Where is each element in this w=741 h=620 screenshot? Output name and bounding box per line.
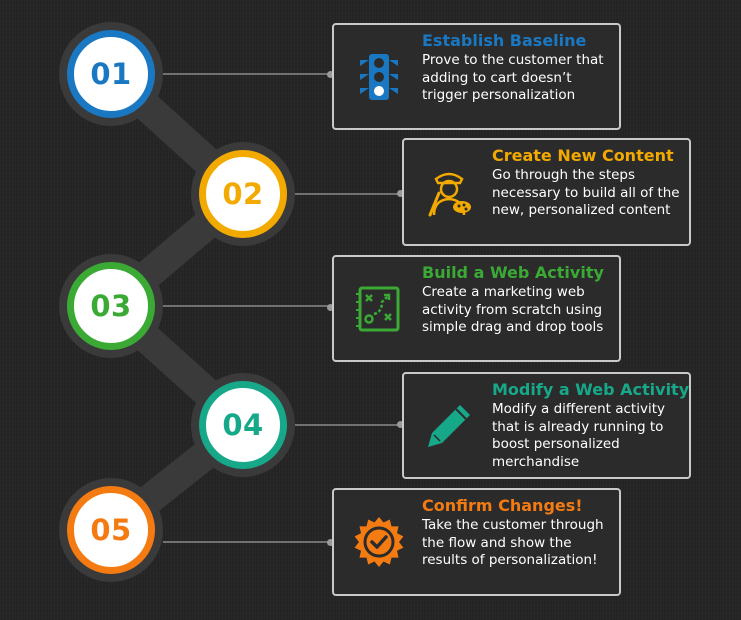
step-1-title: Establish Baseline: [422, 31, 587, 50]
pencil-icon: [428, 404, 470, 447]
step-4-circle: 04: [191, 373, 295, 477]
step-5-title: Confirm Changes!: [422, 496, 583, 515]
step-1-connector-dot: [327, 71, 334, 78]
step-4-description: Modify a different activity that is alre…: [492, 401, 665, 470]
step-1-card: Establish Baseline Prove to the customer…: [332, 23, 621, 130]
step-2-number: 02: [222, 177, 264, 211]
step-5-connector-dot: [327, 539, 334, 546]
strategy-board-icon: [356, 286, 400, 331]
step-5-ring: 05: [67, 486, 155, 574]
step-3-connector-dot: [327, 304, 334, 311]
step-4-connector-dot: [397, 421, 404, 428]
step-3-circle: 03: [59, 254, 163, 358]
step-3-card: Build a Web Activity Create a marketing …: [332, 255, 621, 362]
step-5-card: Confirm Changes! Take the customer throu…: [332, 488, 621, 596]
step-5-description: Take the customer through the flow and s…: [422, 517, 604, 568]
step-1-circle: 01: [59, 22, 163, 126]
step-2-ring: 02: [199, 150, 287, 238]
step-2-title: Create New Content: [492, 146, 674, 165]
step-3-description: Create a marketing web activity from scr…: [422, 284, 604, 335]
step-1-description: Prove to the customer that adding to car…: [422, 52, 604, 103]
step-4-title: Modify a Web Activity: [492, 380, 690, 399]
step-1-ring: 01: [67, 30, 155, 118]
step-2-connector-dot: [397, 190, 404, 197]
step-3-title: Build a Web Activity: [422, 263, 604, 282]
artist-icon: [428, 172, 471, 217]
step-2-card: Create New Content Go through the steps …: [402, 138, 691, 246]
step-4-card: Modify a Web Activity Modify a different…: [402, 372, 691, 479]
step-5-circle: 05: [59, 478, 163, 582]
check-badge-icon: [354, 517, 404, 567]
step-4-ring: 04: [199, 381, 287, 469]
step-2-circle: 02: [191, 142, 295, 246]
step-2-description: Go through the steps necessary to build …: [492, 167, 680, 218]
step-5-number: 05: [90, 513, 132, 547]
traffic-light-icon: [360, 53, 398, 100]
step-4-number: 04: [222, 408, 264, 442]
step-3-number: 03: [90, 289, 132, 323]
step-1-number: 01: [90, 57, 132, 91]
step-3-ring: 03: [67, 262, 155, 350]
